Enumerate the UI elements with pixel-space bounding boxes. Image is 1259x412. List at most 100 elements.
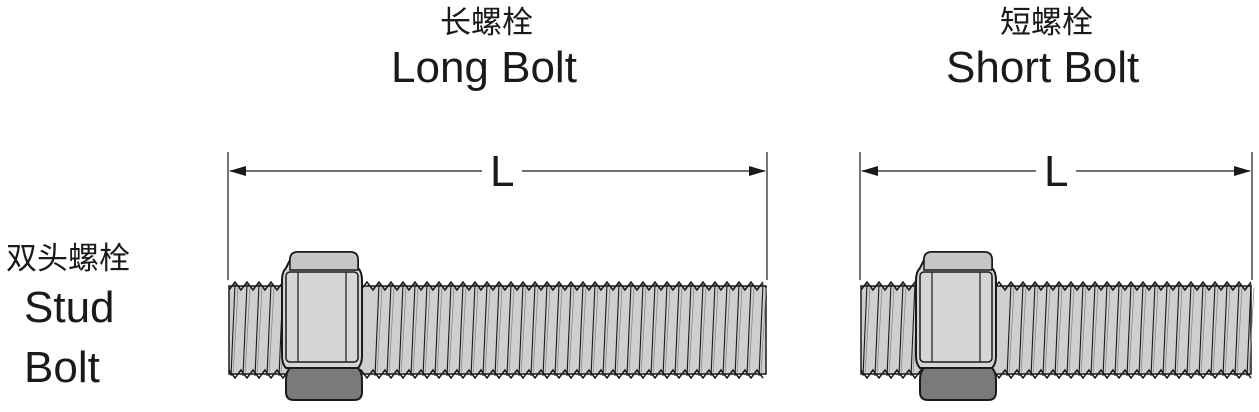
stud-bolt-title-en-line2: Bolt xyxy=(24,343,100,392)
thread-shade xyxy=(604,287,611,373)
thread-line xyxy=(862,283,868,377)
thread-line xyxy=(1006,283,1012,377)
thread-line xyxy=(650,283,656,377)
thread-line xyxy=(554,283,560,377)
thread-shade xyxy=(864,287,871,373)
thread-line xyxy=(1174,283,1180,377)
thread-shade xyxy=(1248,287,1255,373)
thread-line xyxy=(698,283,704,377)
thread-line xyxy=(886,283,892,377)
thread-line xyxy=(710,283,716,377)
thread-line xyxy=(542,283,548,377)
stud-bolt-title-en-line1: Stud xyxy=(24,283,115,332)
thread-line xyxy=(1126,283,1132,377)
thread-line xyxy=(1198,283,1204,377)
thread-shade xyxy=(388,287,395,373)
thread-shade xyxy=(712,287,719,373)
thread-shade xyxy=(700,287,707,373)
thread-line xyxy=(758,283,764,377)
thread-shade xyxy=(736,287,743,373)
thread-line xyxy=(446,283,452,377)
thread-shade xyxy=(412,287,419,373)
thread-shade xyxy=(1164,287,1171,373)
thread-shade xyxy=(1224,287,1231,373)
thread-shade xyxy=(640,287,647,373)
thread-shade xyxy=(616,287,623,373)
thread-line xyxy=(898,283,904,377)
thread-line xyxy=(746,283,752,377)
thread-line xyxy=(242,283,248,377)
thread-line xyxy=(518,283,524,377)
thread-line xyxy=(254,283,260,377)
thread-line xyxy=(638,283,644,377)
thread-line xyxy=(566,283,572,377)
thread-shade xyxy=(1236,287,1243,373)
thread-line xyxy=(482,283,488,377)
thread-shade xyxy=(1152,287,1159,373)
thread-line xyxy=(230,283,236,377)
thread-shade xyxy=(1200,287,1207,373)
short-bolt-title-en: Short Bolt xyxy=(946,43,1140,92)
thread-shade xyxy=(1116,287,1123,373)
thread-line xyxy=(386,283,392,377)
thread-shade xyxy=(424,287,431,373)
thread-shade xyxy=(460,287,467,373)
thread-line xyxy=(1018,283,1024,377)
thread-line xyxy=(1150,283,1156,377)
thread-shade xyxy=(748,287,755,373)
thread-line xyxy=(1042,283,1048,377)
stud-bolt-title-cn: 双头螺栓 xyxy=(6,241,130,277)
thread-shade xyxy=(900,287,907,373)
thread-line xyxy=(578,283,584,377)
thread-line xyxy=(722,283,728,377)
thread-shade xyxy=(1176,287,1183,373)
thread-shade xyxy=(876,287,883,373)
thread-line xyxy=(1090,283,1096,377)
thread-line xyxy=(1030,283,1036,377)
thread-line xyxy=(458,283,464,377)
thread-line xyxy=(662,283,668,377)
thread-shade xyxy=(400,287,407,373)
thread-shade xyxy=(760,287,767,373)
thread-line xyxy=(686,283,692,377)
thread-shade xyxy=(628,287,635,373)
short-bolt-title-cn: 短螺栓 xyxy=(1000,5,1093,41)
thread-line xyxy=(1114,283,1120,377)
thread-line xyxy=(470,283,476,377)
thread-shade xyxy=(1128,287,1135,373)
long-bolt-title-cn: 长螺栓 xyxy=(440,5,533,41)
thread-shade xyxy=(664,287,671,373)
thread-shade xyxy=(532,287,539,373)
thread-shade xyxy=(496,287,503,373)
thread-line xyxy=(674,283,680,377)
thread-shade xyxy=(1212,287,1219,373)
thread-line xyxy=(434,283,440,377)
thread-shade xyxy=(1008,287,1015,373)
thread-line xyxy=(1102,283,1108,377)
thread-shade xyxy=(508,287,515,373)
thread-shade xyxy=(448,287,455,373)
thread-shade xyxy=(232,287,239,373)
thread-line xyxy=(398,283,404,377)
long-bolt-length-label: L xyxy=(482,150,523,194)
thread-line xyxy=(1234,283,1240,377)
thread-line xyxy=(1186,283,1192,377)
thread-shade xyxy=(244,287,251,373)
thread-shade xyxy=(580,287,587,373)
thread-shade xyxy=(1044,287,1051,373)
thread-shade xyxy=(256,287,263,373)
thread-shade xyxy=(376,287,383,373)
thread-shade xyxy=(520,287,527,373)
thread-line xyxy=(506,283,512,377)
long-bolt-nut xyxy=(281,251,363,401)
thread-shade xyxy=(556,287,563,373)
thread-line xyxy=(266,283,272,377)
thread-shade xyxy=(484,287,491,373)
thread-shade xyxy=(1068,287,1075,373)
thread-line xyxy=(626,283,632,377)
thread-shade xyxy=(1104,287,1111,373)
thread-line xyxy=(494,283,500,377)
thread-shade xyxy=(1092,287,1099,373)
